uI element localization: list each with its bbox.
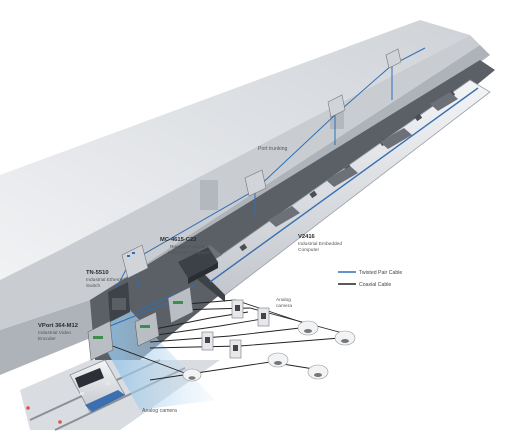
ceiling-switch — [244, 169, 267, 197]
vport-encoder-device — [87, 320, 114, 361]
dome-camera — [307, 364, 329, 380]
legend-coaxial-label: Coaxial Cable — [359, 282, 391, 288]
camera-panel — [229, 339, 242, 359]
camera-panel — [231, 299, 244, 319]
analog-camera-label-line2: camera — [276, 303, 292, 309]
foreground-train — [69, 359, 126, 413]
platform-wall — [0, 35, 480, 330]
vport-label-line2: Encoder — [38, 336, 56, 342]
tunnel-ceiling — [0, 20, 470, 280]
dome-camera — [297, 320, 319, 336]
tn-label-title: TN-5510 — [86, 270, 109, 276]
camera-light-beam — [95, 310, 215, 410]
encoder-box — [167, 286, 194, 324]
signal-light — [58, 420, 62, 424]
v2416-label-line2: Computer — [298, 247, 319, 253]
platform-label: Port trunking — [258, 146, 288, 152]
mc-label-line2: Industrial Computer — [168, 250, 210, 256]
dome-camera — [334, 330, 356, 346]
camera-panel — [201, 331, 214, 351]
analog-camera-label-line1: Analog — [276, 297, 291, 303]
mc-computer-device — [178, 247, 218, 284]
camera-panel — [257, 307, 270, 327]
dome-camera — [182, 368, 202, 382]
signal-light — [26, 406, 30, 410]
tn-label-line2: Switch — [86, 283, 100, 289]
legend: Twisted Pair Cable Coaxial Cable — [338, 270, 402, 288]
mc-label-line1: Rugged Fanless — [170, 244, 206, 250]
encoder-box — [134, 311, 160, 347]
dome-camera — [267, 352, 289, 368]
analog-camera-bottom-label: Analog camera — [142, 408, 177, 414]
pillar — [200, 180, 218, 210]
mc-label-title: MC-4615-C23 — [160, 237, 197, 243]
tn-label-line1: Industrial Ethernet — [86, 277, 126, 283]
vport-label-title: VPort 364-M12 — [38, 323, 78, 329]
tn-switch-device — [121, 244, 149, 279]
v2416-label-line1: Industrial Embedded — [298, 241, 342, 247]
train — [198, 79, 491, 302]
legend-twisted-label: Twisted Pair Cable — [359, 270, 402, 276]
ceiling-switch — [327, 94, 346, 118]
vport-label-line1: Industrial Video — [38, 330, 71, 336]
ceiling-switch — [385, 48, 402, 69]
v2416-label-title: V2416 — [298, 234, 316, 240]
tn-wall-panel — [108, 282, 130, 322]
